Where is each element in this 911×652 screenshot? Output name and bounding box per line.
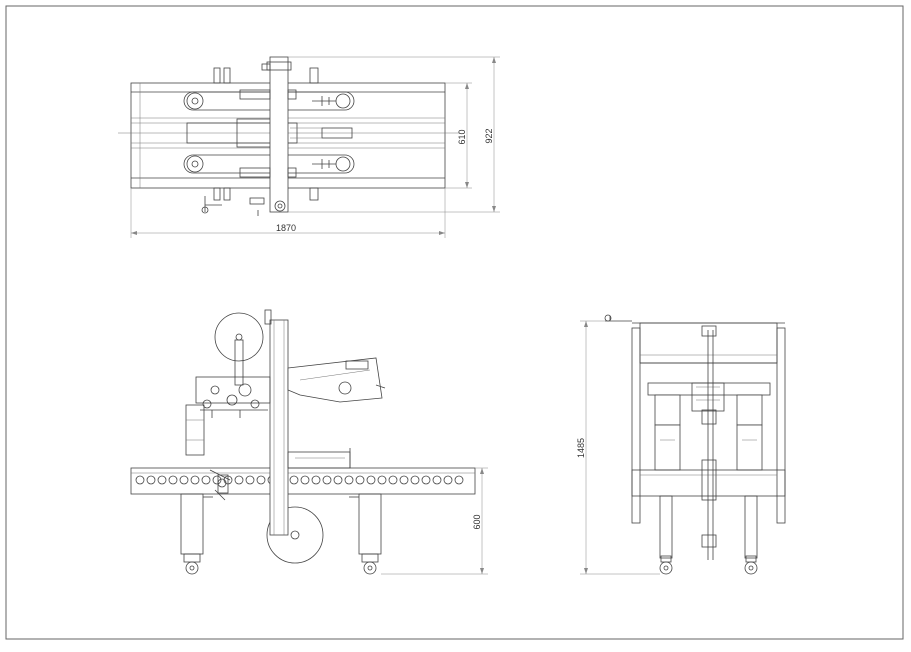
- roller: [377, 475, 387, 485]
- dim-top-outer-height: 922: [484, 128, 494, 143]
- roller: [388, 475, 398, 485]
- roller: [157, 475, 167, 485]
- sheet-border: [5, 5, 904, 640]
- roller-row: [135, 475, 464, 485]
- roller: [190, 475, 200, 485]
- dim-top-width: 1870: [276, 223, 296, 233]
- roller: [234, 475, 244, 485]
- roller: [311, 475, 321, 485]
- roller: [300, 475, 310, 485]
- roller: [245, 475, 255, 485]
- dim-side-total-height: 1485: [576, 438, 586, 458]
- roller: [168, 475, 178, 485]
- roller: [256, 475, 266, 485]
- roller: [322, 475, 332, 485]
- roller: [443, 475, 453, 485]
- roller: [344, 475, 354, 485]
- roller: [201, 475, 211, 485]
- roller: [289, 475, 299, 485]
- roller: [399, 475, 409, 485]
- roller: [410, 475, 420, 485]
- roller: [432, 475, 442, 485]
- roller: [333, 475, 343, 485]
- roller: [366, 475, 376, 485]
- roller: [355, 475, 365, 485]
- roller: [135, 475, 145, 485]
- dim-top-inner-height: 610: [457, 129, 467, 144]
- side-view: 1485: [576, 314, 786, 575]
- roller: [454, 475, 464, 485]
- front-view: 600: [130, 309, 488, 575]
- roller: [146, 475, 156, 485]
- roller: [212, 475, 222, 485]
- top-view: 1870 610 922: [118, 56, 500, 238]
- roller: [421, 475, 431, 485]
- dim-front-table-height: 600: [472, 514, 482, 529]
- roller: [179, 475, 189, 485]
